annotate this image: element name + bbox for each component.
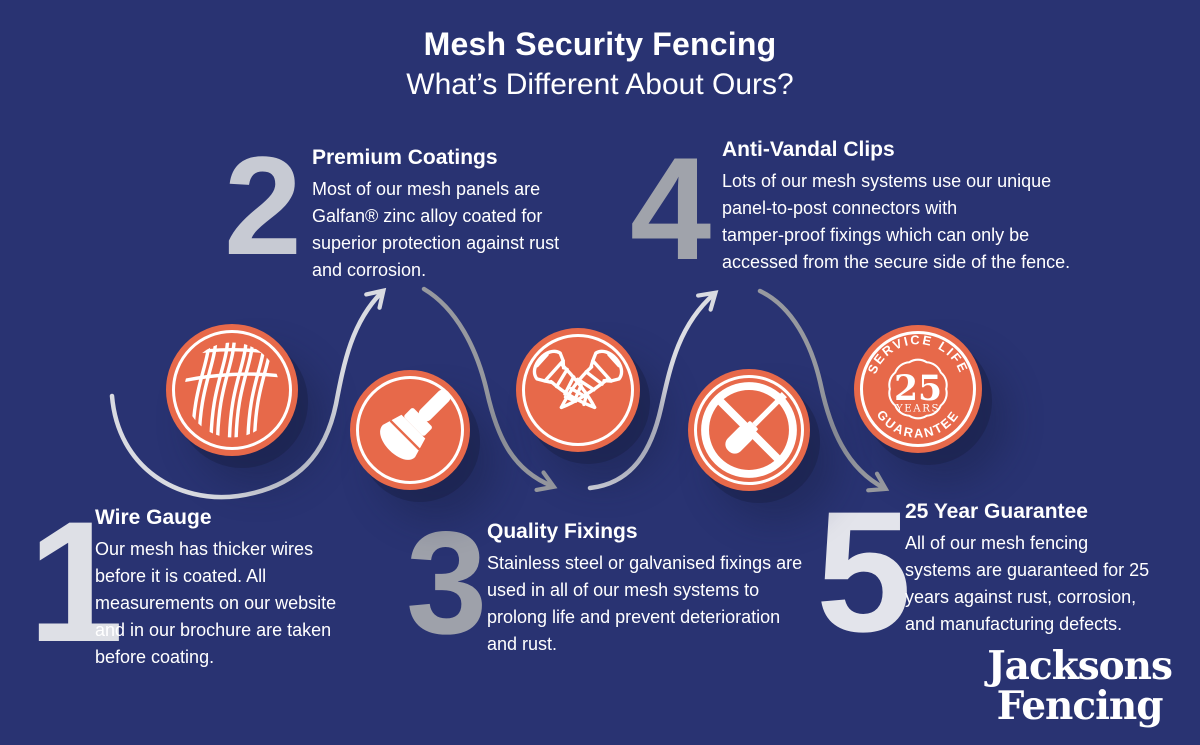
step-1-line: before it is coated. All	[95, 566, 267, 586]
badge-scallop-border	[888, 358, 948, 420]
service-life-badge-art: SERVICE LIFE GUARANTEE 25 YEARS	[864, 332, 969, 441]
logo-line-1: Jacksons	[987, 643, 1173, 689]
step-1-line: and in our brochure are taken	[95, 620, 332, 640]
paint-brush-icon	[350, 370, 470, 490]
step-4-line: panel-to-post connectors with	[722, 198, 958, 218]
step-3-line: Stainless steel or galvanised fixings ar…	[487, 553, 803, 573]
page-subtitle: What’s Different About Ours?	[406, 68, 794, 101]
mesh-panel-art	[184, 342, 280, 438]
badge-unit: YEARS	[895, 402, 940, 414]
step-4-line: Lots of our mesh systems use our unique	[722, 171, 1052, 191]
step-3-number: 3	[406, 501, 488, 664]
step-4-text: Anti-Vandal Clips Lots of our mesh syste…	[722, 138, 1082, 276]
jacksons-fencing-logo: Jacksons Fencing	[987, 643, 1173, 729]
step-3-heading: Quality Fixings	[487, 520, 638, 543]
step-5-line: systems are guaranteed for 25	[905, 560, 1150, 580]
step-5-line: years against rust, corrosion,	[905, 587, 1137, 607]
step-4-heading: Anti-Vandal Clips	[722, 138, 895, 161]
step-3-line: used in all of our mesh systems to	[487, 580, 760, 600]
step-3-line: and rust.	[487, 634, 558, 654]
crossed-screws-icon	[516, 328, 640, 452]
step-5-line: and manufacturing defects.	[905, 614, 1123, 634]
step-1-text: Wire Gauge Our mesh has thicker wires be…	[95, 506, 355, 671]
step-1-line: Our mesh has thicker wires	[95, 539, 314, 559]
paint-brush-art	[380, 389, 451, 460]
step-2-line: and corrosion.	[312, 260, 427, 280]
step-2-line: Most of our mesh panels are	[312, 179, 541, 199]
step-5-line: All of our mesh fencing	[905, 533, 1089, 553]
logo-line-2: Fencing	[996, 683, 1164, 729]
no-screwdriver-icon	[688, 369, 810, 491]
icon-ring	[172, 330, 292, 450]
service-life-badge-icon: SERVICE LIFE GUARANTEE 25 YEARS	[854, 325, 982, 453]
step-2-line: Galfan® zinc alloy coated for	[312, 206, 543, 226]
step-2-text: Premium Coatings Most of our mesh panels…	[312, 146, 582, 284]
step-2-number: 2	[224, 127, 302, 284]
step-1-line: measurements on our website	[95, 593, 337, 613]
crossed-screws-art	[533, 349, 623, 410]
no-screwdriver-art	[701, 382, 797, 478]
step-5-number: 5	[816, 476, 912, 668]
icon-ring	[860, 331, 976, 447]
step-4-line: accessed from the secure side of the fen…	[722, 252, 1071, 272]
step-2-heading: Premium Coatings	[312, 146, 498, 169]
step-5-heading: 25 Year Guarantee	[905, 500, 1088, 523]
badge-number: 25	[894, 369, 942, 409]
step-5-text: 25 Year Guarantee All of our mesh fencin…	[905, 500, 1175, 638]
step-1-line: before coating.	[95, 647, 215, 667]
icon-ring	[356, 376, 464, 484]
step-2-line: superior protection against rust	[312, 233, 560, 253]
icon-ring	[694, 375, 804, 485]
mesh-panel-icon	[166, 324, 298, 456]
step-4-line: tamper-proof fixings which can only be	[722, 225, 1030, 245]
step-3-line: prolong life and prevent deterioration	[487, 607, 781, 627]
step-1-number: 1	[28, 486, 124, 678]
page-title: Mesh Security Fencing	[423, 26, 777, 62]
step-3-text: Quality Fixings Stainless steel or galva…	[487, 520, 817, 658]
icon-ring	[522, 334, 634, 446]
step-1-heading: Wire Gauge	[95, 506, 212, 529]
step-4-number: 4	[630, 127, 712, 290]
